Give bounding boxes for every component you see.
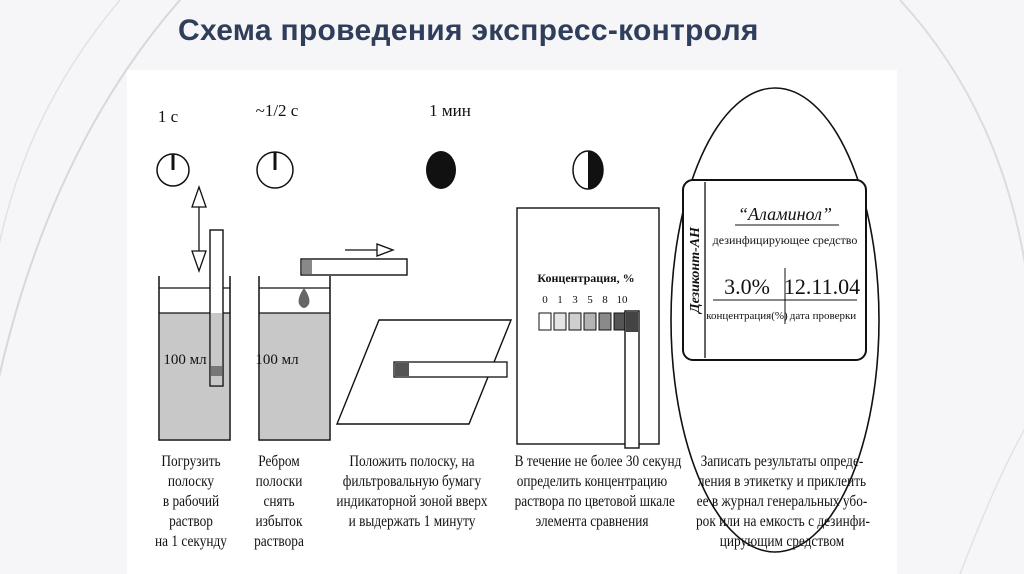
page-title: Схема проведения экспресс-контроля bbox=[178, 14, 759, 47]
caption-line: избыток bbox=[255, 513, 303, 530]
test-strip-2 bbox=[300, 258, 408, 276]
clock-half-filled-icon bbox=[572, 150, 604, 190]
caption-line: Погрузить bbox=[161, 453, 221, 470]
scale-value: 5 bbox=[587, 294, 593, 306]
step2-volume-label: 100 мл bbox=[255, 352, 299, 368]
scale-value: 10 bbox=[617, 294, 629, 306]
caption-line: Записать результаты опреде- bbox=[700, 453, 864, 470]
step1-caption: Погрузить полоску в рабочий раствор на 1… bbox=[148, 452, 234, 552]
beaker-2 bbox=[258, 276, 331, 441]
caption-line: полоски bbox=[255, 473, 303, 490]
step3-time-label: 1 мин bbox=[429, 101, 471, 120]
caption-line: в рабочий bbox=[162, 493, 220, 510]
caption-line: цирующим средством bbox=[719, 533, 845, 550]
scale-value: 1 bbox=[557, 294, 563, 306]
label-brand: Дезиконт-АН bbox=[688, 226, 703, 315]
clock-1s-icon bbox=[156, 153, 190, 187]
step2-caption: Ребром полоски снять избыток раствора bbox=[245, 452, 314, 552]
caption-line: на 1 секунду bbox=[155, 533, 227, 550]
caption-line: раствор bbox=[169, 513, 213, 530]
test-strip-1 bbox=[209, 229, 224, 387]
step2-time-label: ~1/2 с bbox=[256, 101, 299, 120]
caption-line: раствора bbox=[254, 533, 304, 550]
label-concentration-caption: концентрация(%) bbox=[706, 310, 788, 322]
right-arrow-icon bbox=[345, 243, 395, 257]
caption-line: снять bbox=[263, 493, 295, 510]
step4-graphic: Концентрация, % 0 1 3 5 8 10 bbox=[516, 150, 660, 449]
caption-line: ления в этикетку и приклеить bbox=[697, 473, 867, 490]
step1-time-label: 1 с bbox=[158, 107, 179, 126]
caption-line: фильтровальную бумагу bbox=[342, 473, 482, 490]
caption-line: полоску bbox=[167, 473, 215, 490]
label-product-type: дезинфицирующее средство bbox=[713, 233, 858, 247]
step5-caption: Записать результаты опреде- ления в этик… bbox=[696, 452, 870, 552]
step3-caption: Положить полоску, на фильтровальную бума… bbox=[335, 452, 490, 532]
scale-value: 0 bbox=[542, 294, 548, 306]
caption-line: раствора по цветовой шкале bbox=[514, 493, 675, 510]
scale-value: 3 bbox=[572, 294, 578, 306]
step2-graphic: ~1/2 с 100 мл bbox=[255, 101, 408, 441]
caption-line: В течение не более 30 секунд bbox=[514, 453, 682, 470]
step1-volume-label: 100 мл bbox=[163, 352, 207, 368]
test-strip-3 bbox=[393, 361, 508, 378]
caption-line: элемента сравнения bbox=[535, 513, 649, 530]
label-date-value: 12.11.04 bbox=[784, 274, 860, 299]
step1-graphic: 1 с 100 мл bbox=[156, 107, 231, 441]
caption-line: и выдержать 1 минуту bbox=[348, 513, 476, 530]
caption-line: рок или на емкость с дезинфи- bbox=[696, 513, 870, 530]
clock-1min-filled-icon bbox=[426, 151, 456, 189]
diagram-panel: 1 с 100 мл bbox=[127, 70, 897, 574]
scale-title: Концентрация, % bbox=[537, 271, 634, 285]
caption-line: индикаторной зоной вверх bbox=[336, 493, 488, 510]
clock-half-second-icon bbox=[256, 151, 294, 189]
label-product: “Аламинол” bbox=[738, 204, 832, 224]
drop-icon bbox=[298, 288, 310, 308]
up-down-arrow-icon bbox=[191, 185, 207, 273]
label-concentration-value: 3.0% bbox=[724, 274, 770, 299]
caption-line: ее в журнал генеральных убо- bbox=[696, 493, 868, 510]
step5-graphic: Дезиконт-АН “Аламинол” дезинфицирующее с… bbox=[670, 87, 880, 553]
label-date-caption: дата проверки bbox=[790, 310, 857, 322]
diagram-graphics: 1 с 100 мл bbox=[156, 87, 880, 553]
caption-line: определить концентрацию bbox=[516, 473, 668, 490]
scale-value: 8 bbox=[602, 294, 608, 306]
step4-caption: В течение не более 30 секунд определить … bbox=[514, 452, 682, 532]
caption-line: Положить полоску, на bbox=[349, 453, 475, 470]
test-strip-4 bbox=[624, 310, 640, 449]
step3-graphic: 1 мин bbox=[335, 101, 513, 425]
caption-line: Ребром bbox=[258, 453, 300, 470]
scale-values: 0 1 3 5 8 10 bbox=[542, 294, 628, 306]
